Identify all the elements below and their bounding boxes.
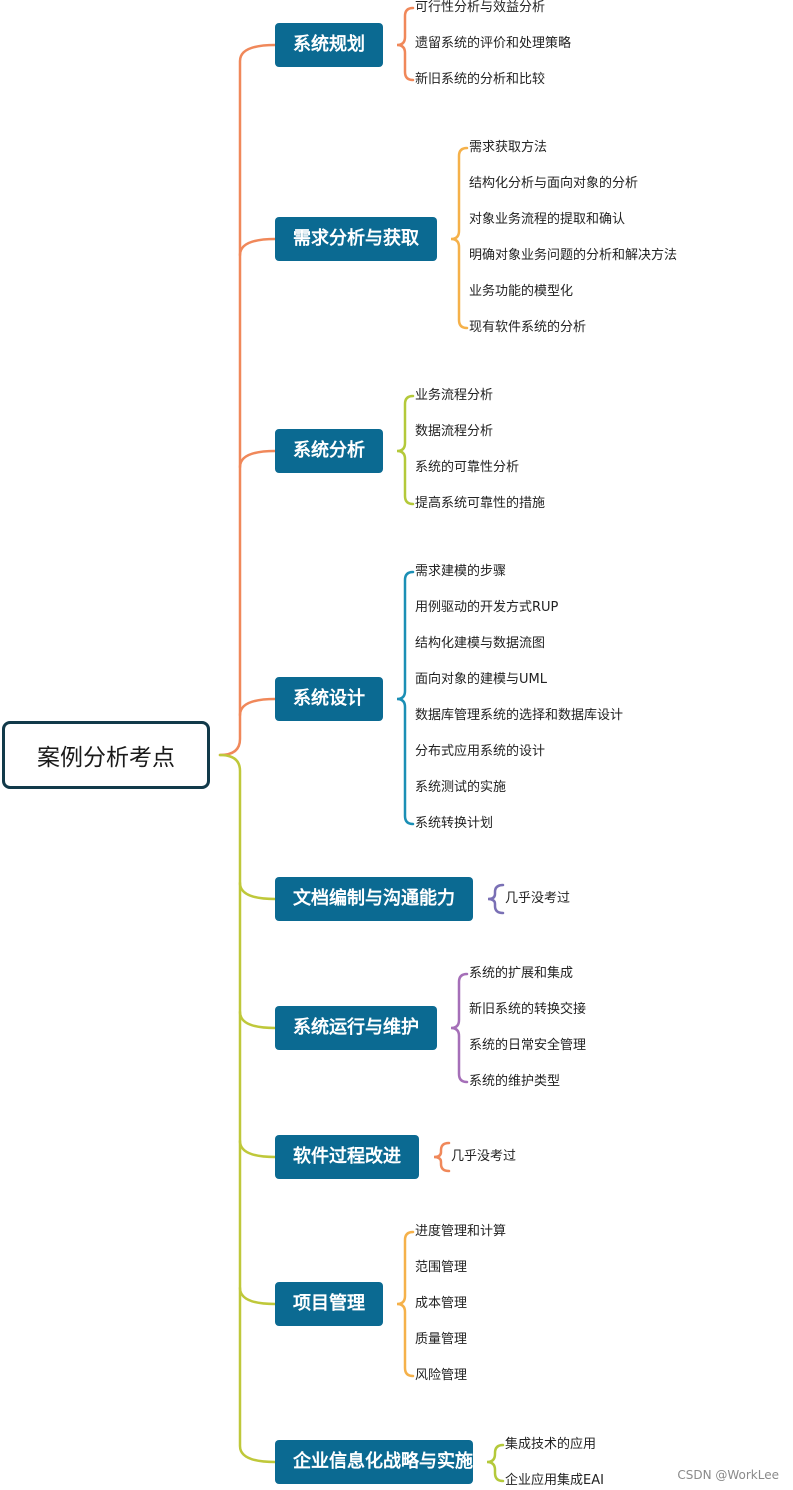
topic-node[interactable]: 系统规划 bbox=[275, 23, 383, 67]
subtopic-item[interactable]: 几乎没考过 bbox=[451, 1149, 517, 1164]
subtopic-item[interactable]: 结构化建模与数据流图 bbox=[415, 636, 546, 651]
subtopic-item[interactable]: 系统的扩展和集成 bbox=[469, 966, 574, 981]
subtopic-item[interactable]: 提高系统可靠性的措施 bbox=[415, 496, 546, 511]
subtopic-item[interactable]: 成本管理 bbox=[415, 1296, 468, 1311]
topic-branch-line bbox=[238, 449, 277, 469]
topic-branch-line bbox=[238, 1139, 277, 1159]
curly-bracket bbox=[450, 972, 469, 1084]
topic-branch-line bbox=[238, 237, 277, 257]
subtopic-item[interactable]: 需求获取方法 bbox=[469, 140, 548, 155]
topic-branch-line bbox=[238, 881, 277, 901]
curly-bracket bbox=[396, 1230, 415, 1378]
subtopic-item[interactable]: 新旧系统的分析和比较 bbox=[415, 72, 546, 87]
subtopic-item[interactable]: 系统的日常安全管理 bbox=[469, 1038, 587, 1053]
topic-node[interactable]: 系统设计 bbox=[275, 677, 383, 721]
curly-bracket bbox=[396, 570, 415, 826]
subtopic-item[interactable]: 需求建模的步骤 bbox=[415, 564, 507, 579]
subtopic-item[interactable]: 系统转换计划 bbox=[415, 816, 494, 831]
subtopic-item[interactable]: 业务流程分析 bbox=[415, 388, 494, 403]
topic-node[interactable]: 系统分析 bbox=[275, 429, 383, 473]
subtopic-item[interactable]: 用例驱动的开发方式RUP bbox=[415, 600, 559, 615]
upper-trunk-line bbox=[218, 43, 277, 757]
subtopic-item[interactable]: 可行性分析与效益分析 bbox=[415, 0, 546, 15]
topic-node[interactable]: 软件过程改进 bbox=[275, 1135, 419, 1179]
curly-bracket bbox=[396, 394, 415, 506]
subtopic-item[interactable]: 分布式应用系统的设计 bbox=[415, 744, 546, 759]
subtopic-item[interactable]: 业务功能的模型化 bbox=[469, 284, 574, 299]
curly-bracket bbox=[396, 6, 415, 82]
subtopic-item[interactable]: 遗留系统的评价和处理策略 bbox=[415, 36, 572, 51]
subtopic-item[interactable]: 质量管理 bbox=[415, 1332, 468, 1347]
curly-bracket bbox=[486, 1443, 505, 1483]
subtopic-item[interactable]: 新旧系统的转换交接 bbox=[469, 1002, 587, 1017]
curly-bracket bbox=[487, 883, 505, 915]
subtopic-item[interactable]: 系统测试的实施 bbox=[415, 780, 507, 795]
subtopic-item[interactable]: 明确对象业务问题的分析和解决方法 bbox=[469, 248, 678, 263]
subtopic-item[interactable]: 结构化分析与面向对象的分析 bbox=[469, 176, 639, 191]
subtopic-item[interactable]: 对象业务流程的提取和确认 bbox=[469, 212, 626, 227]
curly-bracket bbox=[450, 146, 469, 330]
subtopic-item[interactable]: 数据库管理系统的选择和数据库设计 bbox=[415, 708, 624, 723]
lower-trunk-line bbox=[218, 753, 277, 1464]
topic-branch-line bbox=[238, 697, 277, 717]
topic-branch-line bbox=[238, 1010, 277, 1030]
subtopic-item[interactable]: 范围管理 bbox=[415, 1260, 468, 1275]
topic-node[interactable]: 需求分析与获取 bbox=[275, 217, 437, 261]
subtopic-item[interactable]: 面向对象的建模与UML bbox=[415, 672, 547, 687]
subtopic-item[interactable]: 企业应用集成EAI bbox=[505, 1473, 604, 1488]
subtopic-item[interactable]: 系统的可靠性分析 bbox=[415, 460, 520, 475]
topic-node[interactable]: 企业信息化战略与实施 bbox=[275, 1440, 473, 1484]
subtopic-item[interactable]: 风险管理 bbox=[415, 1368, 468, 1383]
subtopic-item[interactable]: 集成技术的应用 bbox=[505, 1437, 597, 1452]
watermark: CSDN @WorkLee bbox=[677, 1468, 779, 1482]
topic-node[interactable]: 系统运行与维护 bbox=[275, 1006, 437, 1050]
topic-branch-line bbox=[238, 1286, 277, 1306]
subtopic-item[interactable]: 系统的维护类型 bbox=[469, 1074, 561, 1089]
subtopic-item[interactable]: 进度管理和计算 bbox=[415, 1224, 507, 1239]
subtopic-item[interactable]: 现有软件系统的分析 bbox=[469, 320, 587, 335]
curly-bracket bbox=[433, 1141, 451, 1173]
subtopic-item[interactable]: 几乎没考过 bbox=[505, 891, 571, 906]
subtopic-item[interactable]: 数据流程分析 bbox=[415, 424, 494, 439]
topic-node[interactable]: 文档编制与沟通能力 bbox=[275, 877, 473, 921]
root-topic[interactable]: 案例分析考点 bbox=[2, 721, 210, 789]
topic-node[interactable]: 项目管理 bbox=[275, 1282, 383, 1326]
